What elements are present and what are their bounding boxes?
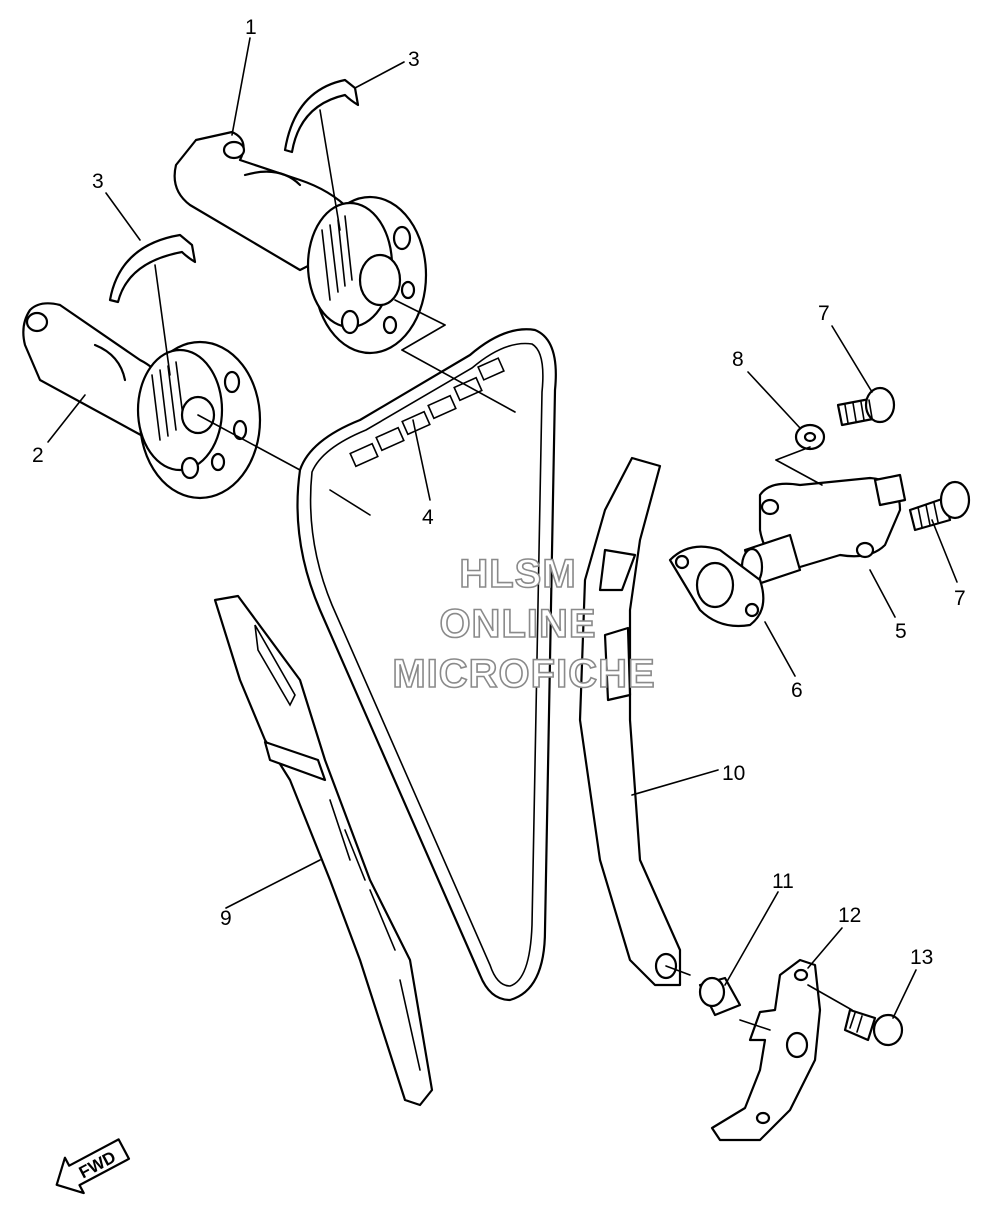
watermark: HLSM ONLINE MICROFICHE [392, 551, 656, 697]
tensioner-gasket [668, 545, 765, 628]
camshaft-lower [22, 302, 262, 500]
part-labels: 1 3 3 2 4 7 8 5 6 7 9 10 11 12 13 [32, 16, 966, 969]
label-4: 4 [422, 506, 434, 529]
leader-lines [47, 37, 958, 1031]
label-5: 5 [895, 620, 907, 643]
fwd-arrow-icon [55, 1138, 131, 1195]
stopper-bolt [843, 1008, 904, 1047]
label-6: 6 [791, 679, 803, 702]
label-13: 13 [910, 946, 933, 969]
clip-upper [283, 78, 360, 154]
watermark-line-1: HLSM [459, 552, 576, 596]
label-1: 1 [245, 16, 257, 39]
watermark-line-3: MICROFICHE [392, 652, 655, 696]
label-8: 8 [732, 348, 744, 371]
label-2: 2 [32, 444, 44, 467]
label-7-upper: 7 [818, 302, 830, 325]
label-3-lower: 3 [92, 170, 104, 193]
chain-guide-front [578, 456, 682, 987]
label-3-upper: 3 [408, 48, 420, 71]
chain-tensioner [740, 473, 907, 587]
label-7-lower: 7 [954, 587, 966, 610]
guide-collar [698, 976, 742, 1017]
label-12: 12 [838, 904, 861, 927]
label-10: 10 [722, 762, 745, 785]
camshaft-upper [173, 130, 428, 355]
fwd-direction-badge: FWD [55, 1138, 131, 1195]
watermark-line-2: ONLINE [439, 602, 596, 646]
chain-guide-rear [213, 594, 434, 1107]
timing-chain [296, 328, 557, 1002]
tensioner-bolt-lower [908, 480, 971, 532]
clip-lower [108, 233, 197, 304]
label-9: 9 [220, 907, 232, 930]
guide-stopper [710, 958, 822, 1142]
label-11: 11 [772, 870, 794, 893]
tensioner-bolt-upper [836, 386, 896, 427]
tensioner-washer [794, 423, 826, 451]
